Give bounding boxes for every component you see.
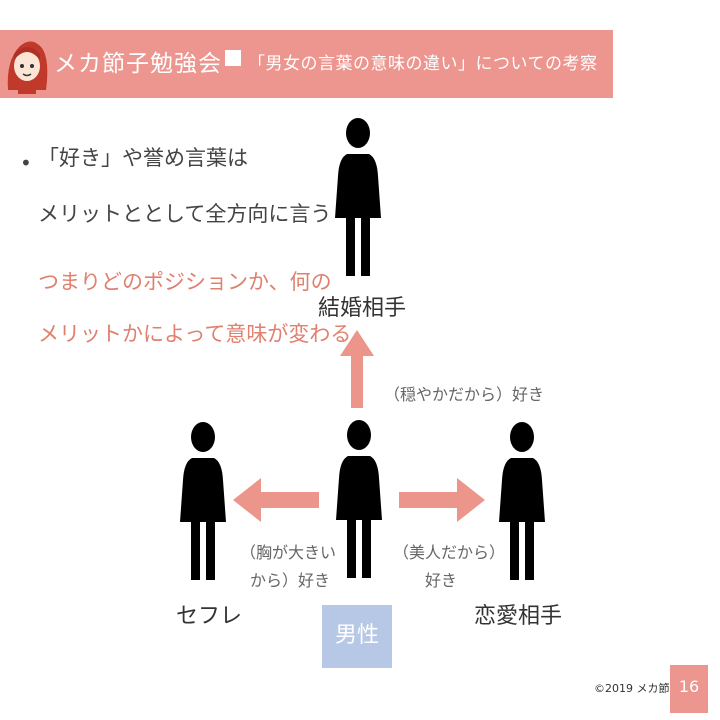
person-icon-romance — [497, 422, 547, 582]
person-icon-man — [334, 420, 384, 580]
bullet-mark: • — [20, 151, 32, 175]
reason-casual-2: から）好き — [250, 571, 331, 590]
page-number: 16 — [678, 677, 700, 696]
square-bullet-icon — [225, 50, 241, 66]
male-box — [322, 605, 392, 668]
page-number-box — [670, 665, 708, 713]
body-line-2: メリットととして全方向に言う — [38, 202, 332, 226]
label-marriage-partner: 結婚相手 — [318, 296, 407, 321]
highlight-line-2: メリットかによって意味が変わる — [38, 322, 352, 346]
header-banner — [0, 30, 613, 98]
avatar — [7, 41, 48, 94]
arrow-up-icon — [340, 330, 374, 408]
arrow-right-icon — [399, 478, 485, 522]
reason-marriage: （穏やかだから）好き — [384, 385, 545, 404]
reason-romance-1: （美人だから） — [393, 543, 506, 562]
brand-title: メカ節子勉強会 — [54, 51, 222, 77]
reason-casual-1: （胸が大きい — [240, 543, 337, 562]
label-casual-partner: セフレ — [176, 604, 243, 629]
arrow-left-icon — [233, 478, 319, 522]
highlight-line-1: つまりどのポジションか、何の — [38, 270, 332, 294]
male-label: 男性 — [334, 623, 379, 648]
person-icon-marriage — [333, 118, 383, 278]
slide-subtitle: 「男女の言葉の意味の違い」についての考察 — [248, 54, 598, 74]
copyright: ©2019 メカ節子 — [594, 682, 681, 695]
person-icon-casual — [178, 422, 228, 582]
body-line-1: 「好き」や誉め言葉は — [38, 146, 248, 170]
reason-romance-2: 好き — [425, 571, 458, 590]
label-romance-partner: 恋愛相手 — [474, 604, 563, 629]
